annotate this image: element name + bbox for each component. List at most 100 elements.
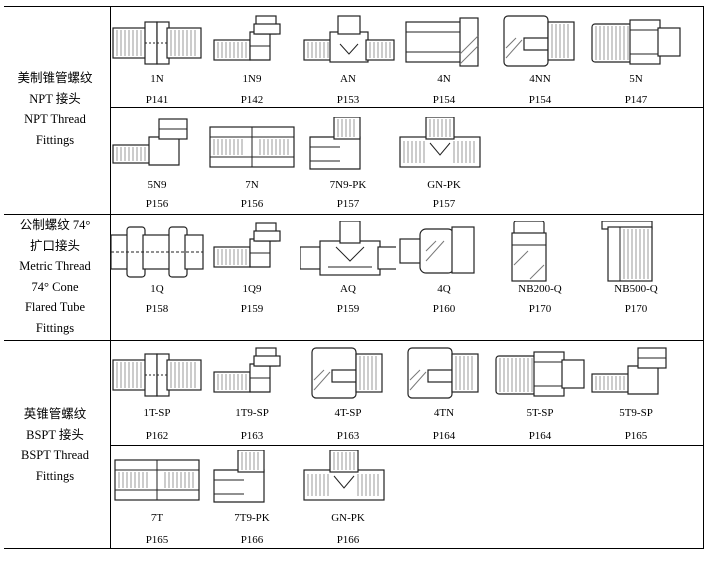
fitting-page-number: P163 bbox=[240, 430, 264, 442]
category-line: 公制螺纹 74° bbox=[19, 218, 91, 232]
category-line: 美制锥管螺纹 bbox=[17, 71, 93, 85]
category-line: Metric Thread bbox=[19, 259, 91, 273]
elbow-swivel-fitting-drawing bbox=[112, 118, 188, 166]
fitting-page-number: P165 bbox=[145, 534, 169, 546]
fitting-code: GN-PK bbox=[427, 179, 461, 191]
fitting-page-number: P163 bbox=[336, 430, 360, 442]
fittings-catalog-table: 美制锥管螺纹 NPT 接头 NPT Thread Fittings 公制螺纹 7… bbox=[4, 6, 704, 549]
fitting-cell-5t-sp: 5T-SP P164 bbox=[490, 346, 590, 466]
nut-fitting-drawing bbox=[511, 221, 547, 282]
elbow-fitting-drawing bbox=[213, 222, 281, 268]
fitting-page-number: P159 bbox=[336, 303, 360, 315]
fitting-code: 7T9-PK bbox=[234, 512, 270, 524]
fitting-code: 4TN bbox=[433, 407, 455, 419]
fitting-cell-aq: AQ P159 bbox=[298, 221, 398, 341]
elbow-swivel-fitting-drawing bbox=[591, 347, 667, 395]
fitting-cell-7n: 7N P156 bbox=[202, 117, 302, 237]
fitting-page-number: P157 bbox=[432, 198, 456, 210]
fitting-cell-1q: 1Q P158 bbox=[107, 221, 207, 341]
fitting-code: 7N9-PK bbox=[329, 179, 367, 191]
category-line: 英锥管螺纹 bbox=[23, 407, 87, 421]
category-npt: 美制锥管螺纹 NPT 接头 NPT Thread Fittings bbox=[4, 68, 106, 150]
elbow-fitting-drawing bbox=[213, 347, 281, 393]
fitting-code: 4N bbox=[437, 73, 451, 85]
nut-flange-fitting-drawing bbox=[601, 221, 653, 282]
fitting-cell-7t: 7T P165 bbox=[107, 450, 207, 570]
fitting-page-number: P166 bbox=[240, 534, 264, 546]
fitting-code: 4NN bbox=[529, 73, 551, 85]
block-fitting-drawing bbox=[311, 347, 383, 399]
fitting-code: NB500-Q bbox=[614, 283, 658, 295]
union-fitting-drawing bbox=[112, 353, 202, 397]
fitting-page-number: P160 bbox=[432, 303, 456, 315]
row-divider-bspt-inner bbox=[110, 445, 704, 446]
fitting-code: AN bbox=[340, 73, 356, 85]
fitting-code: 1T-SP bbox=[143, 407, 171, 419]
category-metric: 公制螺纹 74° 扩口接头 Metric Thread 74° Cone Fla… bbox=[4, 215, 106, 338]
category-line: 74° Cone bbox=[31, 279, 79, 294]
tee-fitting-drawing bbox=[303, 15, 395, 63]
fitting-code: 7N bbox=[245, 179, 259, 191]
fitting-code: 1Q9 bbox=[242, 283, 262, 295]
fitting-cell-4nn: 4NN P154 bbox=[490, 14, 590, 134]
union-flare-fitting-drawing bbox=[110, 226, 204, 278]
fitting-code: 5N9 bbox=[147, 179, 167, 191]
tee-female-fitting-drawing bbox=[399, 117, 481, 168]
category-bspt: 英锥管螺纹 BSPT 接头 BSPT Thread Fittings bbox=[4, 404, 106, 486]
fitting-page-number: P157 bbox=[336, 198, 360, 210]
table-top-border bbox=[4, 6, 704, 7]
fitting-cell-4t-sp: 4T-SP P163 bbox=[298, 346, 398, 466]
fitting-cell-7t9-pk: 7T9-PK P166 bbox=[202, 450, 302, 570]
elbow-female-fitting-drawing bbox=[213, 450, 265, 503]
fitting-page-number: P142 bbox=[240, 94, 264, 106]
elbow-female-fitting-drawing bbox=[309, 117, 361, 170]
fitting-code: 5T-SP bbox=[526, 407, 554, 419]
fitting-page-number: P159 bbox=[240, 303, 264, 315]
category-line: 扩口接头 bbox=[29, 238, 80, 253]
reducer-fitting-drawing bbox=[495, 351, 585, 397]
fitting-cell-nb200-q: NB200-Q P170 bbox=[490, 221, 590, 341]
category-line: Flared Tube bbox=[24, 300, 86, 314]
fitting-cell-4q: 4Q P160 bbox=[394, 221, 494, 341]
fitting-code: 5T9-SP bbox=[619, 407, 653, 419]
row-divider-npt-inner bbox=[110, 107, 704, 108]
fitting-page-number: P154 bbox=[528, 94, 552, 106]
fitting-code: NB200-Q bbox=[518, 283, 562, 295]
fitting-code: AQ bbox=[340, 283, 356, 295]
category-line: Fittings bbox=[35, 468, 75, 483]
fitting-page-number: P156 bbox=[240, 198, 264, 210]
fitting-code: 1N9 bbox=[242, 73, 262, 85]
fitting-code: 1T9-SP bbox=[235, 407, 269, 419]
fitting-code: GN-PK bbox=[331, 512, 365, 524]
fitting-code: 4T-SP bbox=[334, 407, 362, 419]
union-fitting-drawing bbox=[112, 21, 202, 65]
table-right-border bbox=[703, 6, 704, 548]
fitting-page-number: P162 bbox=[145, 430, 169, 442]
fitting-code: 1Q bbox=[150, 283, 164, 295]
fitting-cell-4n: 4N P154 bbox=[394, 14, 494, 134]
fitting-code: 7T bbox=[150, 512, 164, 524]
fitting-code: 4Q bbox=[437, 283, 451, 295]
category-line: Fittings bbox=[35, 132, 75, 147]
block-fitting-drawing bbox=[407, 347, 479, 399]
elbow-fitting-drawing bbox=[213, 15, 281, 61]
fitting-cell-1t9-sp: 1T9-SP P163 bbox=[202, 346, 302, 466]
fitting-page-number: P170 bbox=[528, 303, 552, 315]
fitting-cell-gn-pk: GN-PK P157 bbox=[394, 117, 494, 237]
fitting-page-number: P158 bbox=[145, 303, 169, 315]
fitting-page-number: P153 bbox=[336, 94, 360, 106]
fitting-page-number: P147 bbox=[624, 94, 648, 106]
category-line: BSPT 接头 bbox=[26, 427, 84, 442]
fitting-page-number: P164 bbox=[528, 430, 552, 442]
category-line: BSPT Thread bbox=[21, 448, 89, 462]
category-column-divider bbox=[110, 6, 111, 548]
fitting-page-number: P154 bbox=[432, 94, 456, 106]
